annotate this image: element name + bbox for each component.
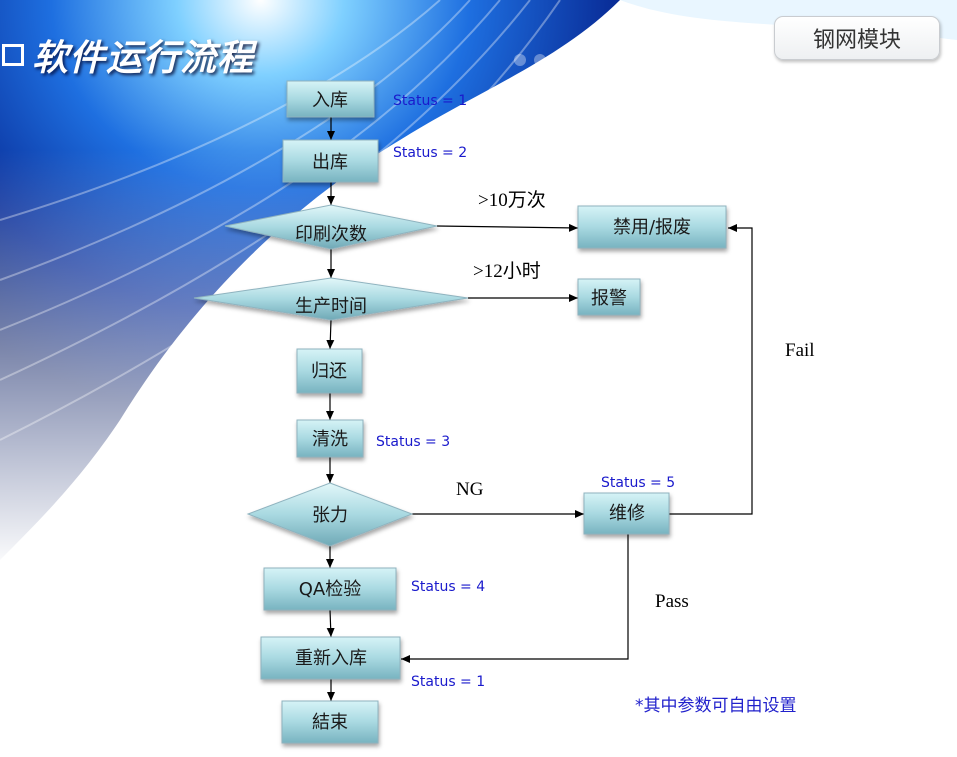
status-stock-in: Status = 1 [393,93,467,109]
node-alarm-label: 报警 [591,288,627,309]
node-qa-check-label: QA检验 [299,579,361,600]
parameter-note: *其中参数可自由设置 [635,696,797,716]
node-production-time-label: 生产时间 [295,296,367,317]
node-stock-out-label: 出库 [312,152,348,173]
node-qa-check[interactable]: QA检验 [263,567,397,611]
node-end[interactable]: 結束 [281,700,379,744]
node-stock-out[interactable]: 出库 [282,139,379,183]
status-qa-check: Status = 4 [411,579,485,595]
edge-repair-restock-pass [401,534,629,663]
node-clean-label: 清洗 [312,429,348,450]
edge-label-fail: Fail [785,340,815,361]
node-print-count[interactable]: 印刷次数 [224,204,438,250]
edge-printcount-disable [436,223,579,232]
node-stock-in-label: 入库 [312,90,348,111]
node-alarm[interactable]: 报警 [577,278,641,316]
node-restock[interactable]: 重新入库 [260,636,401,680]
edge-label-ng: NG [456,479,484,500]
page-title-block: 软件运行流程 [0,30,254,80]
status-clean: Status = 3 [376,434,450,450]
node-production-time[interactable]: 生产时间 [193,277,469,321]
node-repair-label: 维修 [609,503,645,524]
node-disable-scrap[interactable]: 禁用/报废 [577,205,727,249]
status-repair: Status = 5 [601,475,675,491]
edge-prodtime-return [326,319,335,350]
status-stock-out: Status = 2 [393,145,467,161]
node-stock-in[interactable]: 入库 [286,80,375,118]
node-end-label: 結束 [312,712,348,733]
connectors [326,117,753,701]
page-title: 软件运行流程 [32,38,255,79]
edge-qa-restock [326,609,335,638]
node-return[interactable]: 归还 [296,348,363,394]
edge-label-time-limit: >12小时 [473,260,541,282]
status-restock: Status = 1 [411,674,485,690]
node-restock-label: 重新入库 [295,648,367,669]
node-disable-scrap-label: 禁用/报废 [613,217,691,238]
checkbox-bullet-icon [2,44,24,66]
node-tension-label: 张力 [312,505,348,526]
node-print-count-label: 印刷次数 [295,224,367,245]
edge-repair-disable-fail [669,224,753,515]
edge-label-pass: Pass [655,591,689,612]
node-return-label: 归还 [311,361,347,382]
edge-label-print-limit: >10万次 [478,189,546,211]
node-repair[interactable]: 维修 [583,492,670,535]
node-tension[interactable]: 张力 [246,482,414,547]
node-clean[interactable]: 清洗 [296,419,364,458]
module-tab[interactable]: 钢网模块 [774,16,940,60]
